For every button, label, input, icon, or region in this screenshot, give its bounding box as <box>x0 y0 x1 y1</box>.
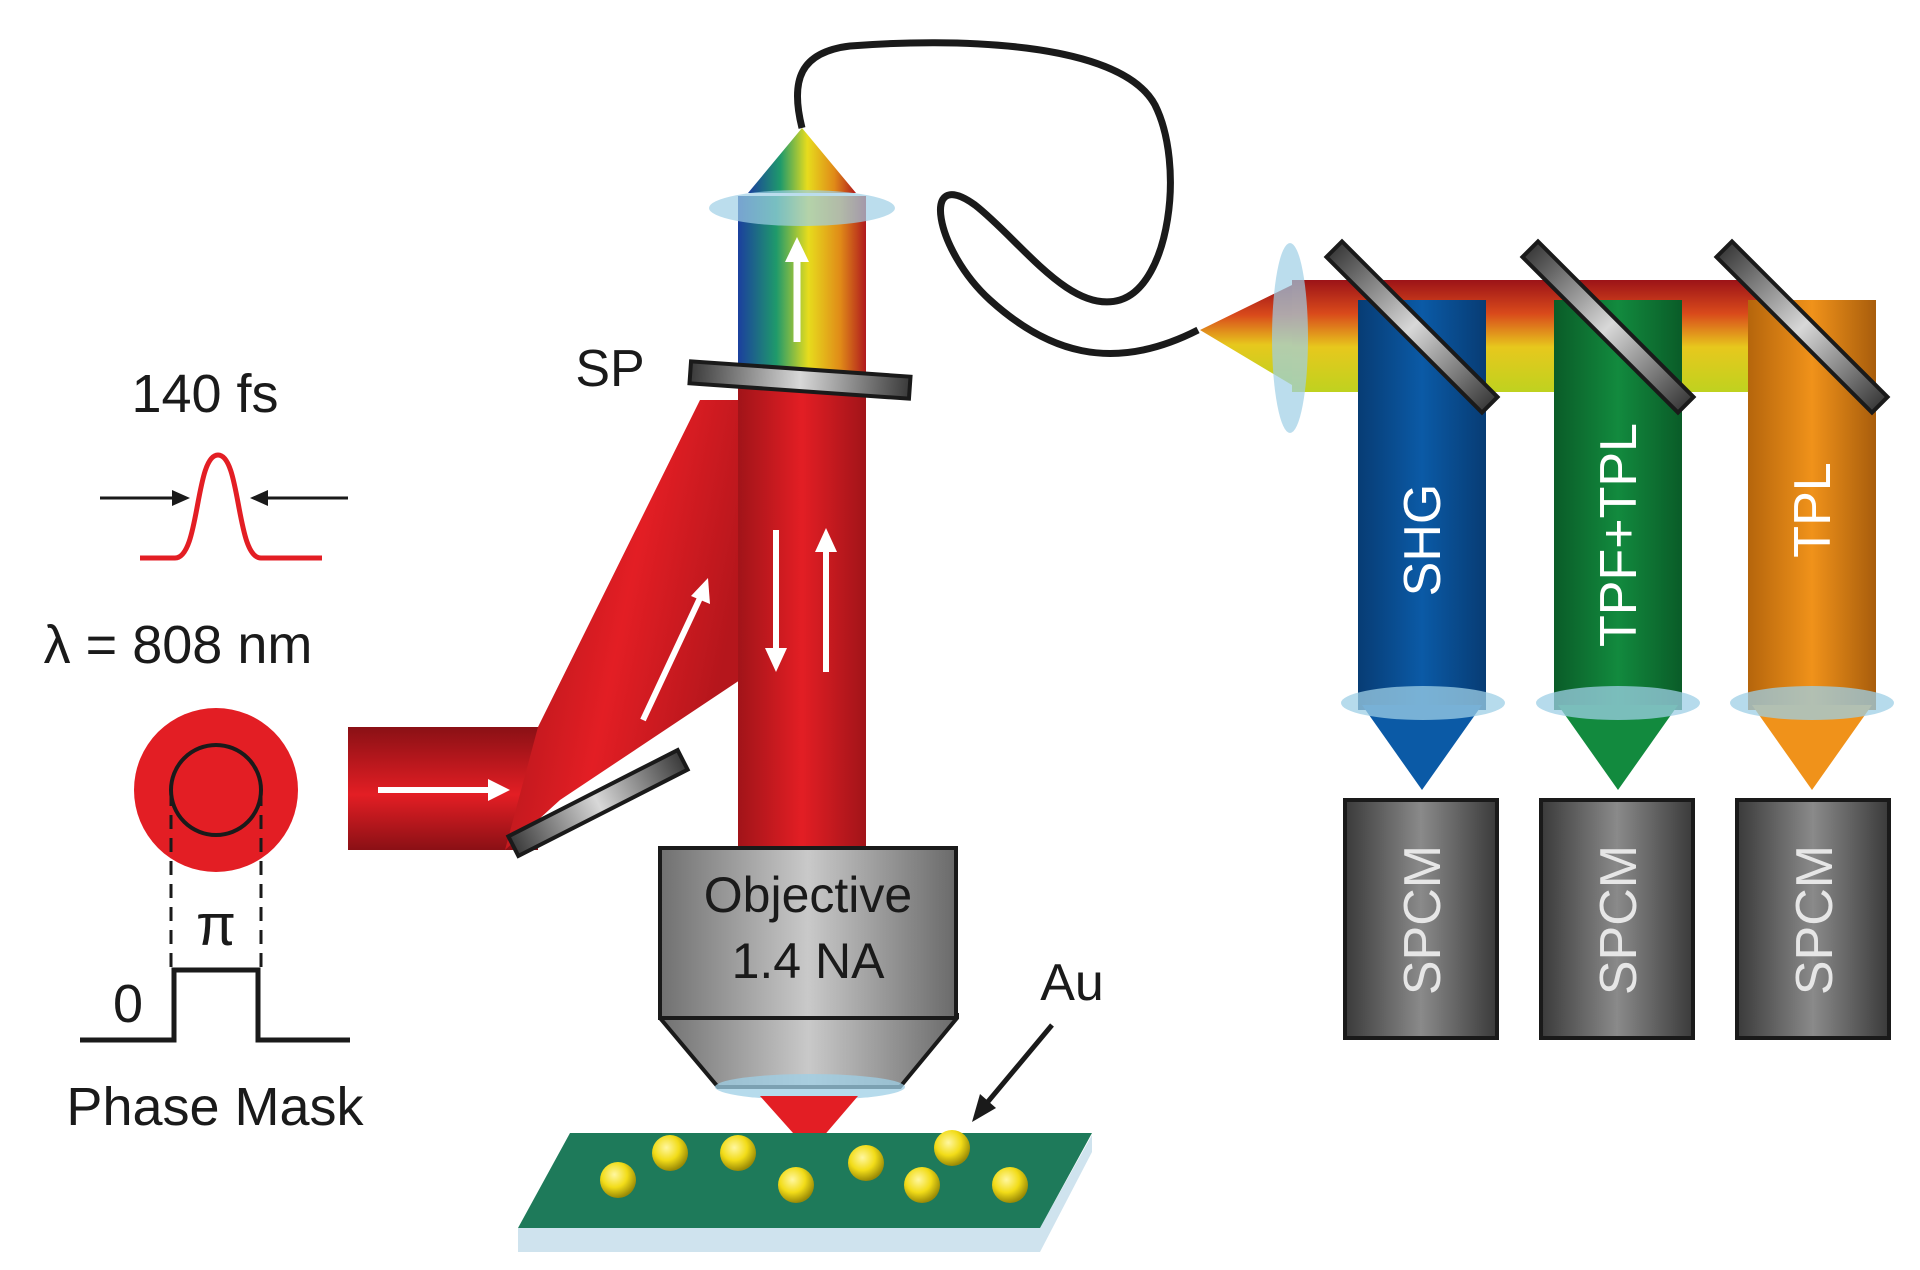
beam-direction-arrowhead-up <box>815 528 837 552</box>
tpl-label: TPL <box>1784 462 1842 557</box>
au-pointer-arrowhead <box>972 1094 996 1122</box>
beam-profile-ring <box>169 743 263 837</box>
detection-module: SHG TPF+TPL TPL SPCM SPCM SPCM <box>1200 238 1894 1040</box>
spcm-label: SPCM <box>1590 845 1648 995</box>
gold-nanoparticle <box>720 1135 756 1171</box>
au-pointer-line <box>984 1023 1054 1106</box>
beam-direction-arrowhead-2 <box>691 578 710 604</box>
objective-label-line2: 1.4 NA <box>732 933 886 989</box>
gold-nanoparticle <box>934 1130 970 1166</box>
phase-mask: π 0 Phase Mask <box>66 708 365 1137</box>
gold-nanoparticle <box>848 1145 884 1181</box>
beam-direction-arrowhead-1 <box>488 779 510 801</box>
gold-nanoparticle <box>904 1167 940 1203</box>
sp-label: SP <box>575 340 644 398</box>
branch-mirror-tpl <box>1713 238 1891 416</box>
branch-mirror-tpf-tpl <box>1519 238 1697 416</box>
pulse-curve <box>140 452 322 561</box>
emission-direction-arrowhead <box>785 237 809 262</box>
spcm-detector-shg <box>1343 798 1499 1040</box>
beam-diagonal <box>505 400 740 850</box>
tpl-lens <box>1730 686 1894 720</box>
spcm-detector-tpf-tpl <box>1539 798 1695 1040</box>
gold-nanoparticle <box>778 1167 814 1203</box>
au-label: Au <box>1040 954 1104 1012</box>
emission-beam-vertical <box>738 196 866 386</box>
phase-step-profile <box>80 967 350 1043</box>
phase-pi-label: π <box>196 893 236 958</box>
shg-focus-cone <box>1362 705 1482 790</box>
pulse-panel: 140 fs λ = 808 nm <box>44 364 348 675</box>
pulse-width-label: 140 fs <box>131 364 278 424</box>
excitation-beam <box>348 378 866 850</box>
tpf-tpl-focus-cone <box>1558 705 1678 790</box>
wavelength-label: λ = 808 nm <box>44 615 313 675</box>
pulse-arrowhead-left <box>172 490 190 506</box>
tpl-focus-cone <box>1752 705 1872 790</box>
tpf-tpl-lens <box>1536 686 1700 720</box>
collimating-lens <box>1272 243 1308 433</box>
phase-zero-label: 0 <box>113 974 143 1034</box>
spcm-detector-tpl <box>1735 798 1891 1040</box>
tpf-tpl-label: TPF+TPL <box>1590 423 1648 647</box>
emission-path: SP <box>575 128 913 401</box>
dichroic-mirror <box>505 747 691 859</box>
fiber-output-cone <box>1200 285 1292 385</box>
phase-mask-label: Phase Mask <box>66 1077 364 1137</box>
spcm-label: SPCM <box>1786 845 1844 995</box>
focus-cone <box>760 1096 858 1152</box>
objective-label-line1: Objective <box>704 867 912 923</box>
optical-fiber <box>793 39 1200 357</box>
fiber-coupling-lens <box>709 190 895 226</box>
gold-nanoparticle <box>600 1162 636 1198</box>
objective-body <box>658 846 958 1020</box>
spcm-label: SPCM <box>1394 845 1452 995</box>
fiber-coupling-cone <box>748 128 856 193</box>
objective-front-lens <box>715 1074 905 1100</box>
objective-lens: Objective 1.4 NA <box>658 846 959 1152</box>
sample: Au <box>518 954 1104 1252</box>
gold-nanoparticle <box>652 1135 688 1171</box>
branch-mirror-shg <box>1323 238 1501 416</box>
beam-profile-disk <box>134 708 298 872</box>
pulse-arrowhead-right <box>250 490 268 506</box>
short-pass-filter <box>687 359 913 401</box>
gold-nanoparticle <box>992 1167 1028 1203</box>
shg-label: SHG <box>1394 484 1452 597</box>
substrate-edge <box>518 1135 1092 1252</box>
shg-lens <box>1341 686 1505 720</box>
beam-direction-arrow-2 <box>640 596 703 722</box>
beam-direction-arrowhead-down <box>765 648 787 672</box>
beam-vertical <box>738 378 866 850</box>
